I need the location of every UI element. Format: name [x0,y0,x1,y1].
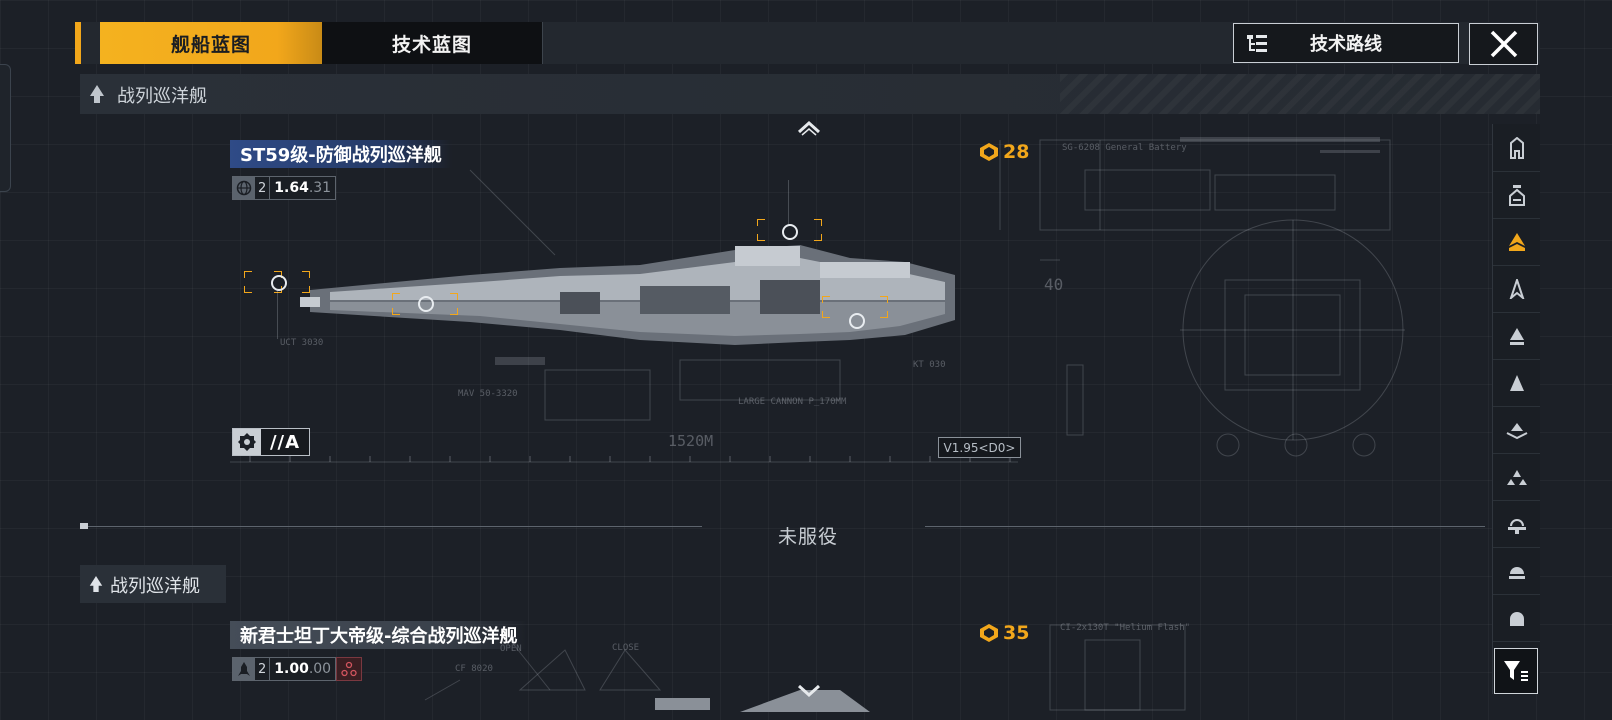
blueprint-label: SG-6208 General Battery [1062,143,1187,153]
section-header-2: 战列巡洋舰 [80,565,226,603]
ship-type-filter [1492,124,1540,694]
armor-label: 40 [1044,275,1064,294]
filter-fighter-icon[interactable] [1493,453,1540,501]
ship-stat-row-2: 2 1.00.00 [232,657,337,681]
ship-title[interactable]: ST59级-防御战列巡洋舰 [230,140,452,168]
weapon-label-2: MAV 50-3320 [458,389,518,399]
tree-list-icon [1247,35,1267,52]
stat-count-2: 2 [258,661,267,677]
rocket-icon [233,658,255,680]
section-title: 战列巡洋舰 [117,86,207,107]
ship-title-2[interactable]: 新君士坦丁大帝级-综合战列巡洋舰 [230,621,528,649]
marker-leader-line [788,180,789,225]
filter-battleship-icon[interactable] [1493,171,1540,219]
stat-count: 2 [258,180,267,196]
tech-route-button[interactable]: 技术路线 [1233,23,1459,63]
inactive-divider-label: 未服役 [778,526,839,548]
scroll-down-chevron-icon[interactable] [796,682,822,700]
tech-route-label: 技术路线 [1310,34,1382,55]
divider-cap [80,523,88,529]
ship-grade-badge: //A [232,428,310,456]
close-icon [1490,30,1517,58]
faction-badge [336,657,362,681]
filter-carrier-icon[interactable] [1493,124,1540,172]
scroll-up-chevron-icon[interactable] [796,118,822,136]
divider-right [925,526,1485,527]
gear-icon [233,429,261,455]
tab-tech-blueprint[interactable]: 技术蓝图 [322,22,543,64]
grade-text: //A [269,431,301,453]
filter-frigate-icon[interactable] [1493,359,1540,407]
cost-icon [980,624,998,642]
close-button[interactable] [1469,23,1538,65]
filter-destroyer-icon[interactable] [1493,312,1540,360]
filter-settings-button[interactable] [1494,648,1538,694]
filter-support-icon[interactable] [1493,500,1540,548]
stat-value-2: 1.00.00 [269,658,335,680]
cost-icon [980,143,998,161]
stat-value: 1.64.31 [269,177,335,199]
open-label: OPEN [500,644,522,654]
weapon-marker-2[interactable] [782,224,798,240]
filter-utility-icon[interactable] [1493,594,1540,642]
weapon-label-3: LARGE CANNON P_170MM [738,397,847,407]
section-header: 战列巡洋舰 [80,74,1540,114]
ship-st59-silhouette [300,245,955,345]
weapon-marker-1[interactable] [271,275,287,291]
faction-icon [341,661,357,677]
weapon-label-2-1: CF 8020 [455,664,493,674]
filter-battlecruiser-icon[interactable] [1493,218,1540,266]
divider-left [82,526,702,527]
battlecruiser-icon [89,576,103,592]
header-stripes [1060,74,1540,114]
filter-auxiliary-icon[interactable] [1493,547,1540,595]
ship-length: 1520M [668,432,714,450]
weapon-label-1: UCT 3030 [280,338,324,348]
version-tag: V1.95<D0> [938,437,1021,458]
ship-cost: 28 [979,141,1029,163]
ship-cost-2: 35 [979,622,1029,644]
weapon-marker-3[interactable] [418,296,434,312]
close-label: CLOSE [612,643,640,653]
top-bar-accent [75,22,81,64]
blueprint-label-2: CI-2x130T "Helium Flash" [1060,623,1191,633]
tab-ship-blueprint[interactable]: 舰船蓝图 [100,22,322,64]
weapon-marker-4[interactable] [849,313,865,329]
filter-corvette-icon[interactable] [1493,406,1540,454]
top-bar: 舰船蓝图 技术蓝图 [75,22,1540,64]
marker-leader-line [277,289,278,339]
globe-icon [233,177,255,199]
filter-funnel-icon [1504,661,1528,681]
filter-cruiser-icon[interactable] [1493,265,1540,313]
section-title-2: 战列巡洋舰 [110,576,200,597]
battlecruiser-icon [90,85,104,103]
ship-stat-row: 2 1.64.31 [232,176,337,200]
weapon-label-4: KT 030 [913,360,946,370]
side-drawer-tab[interactable] [0,64,11,192]
